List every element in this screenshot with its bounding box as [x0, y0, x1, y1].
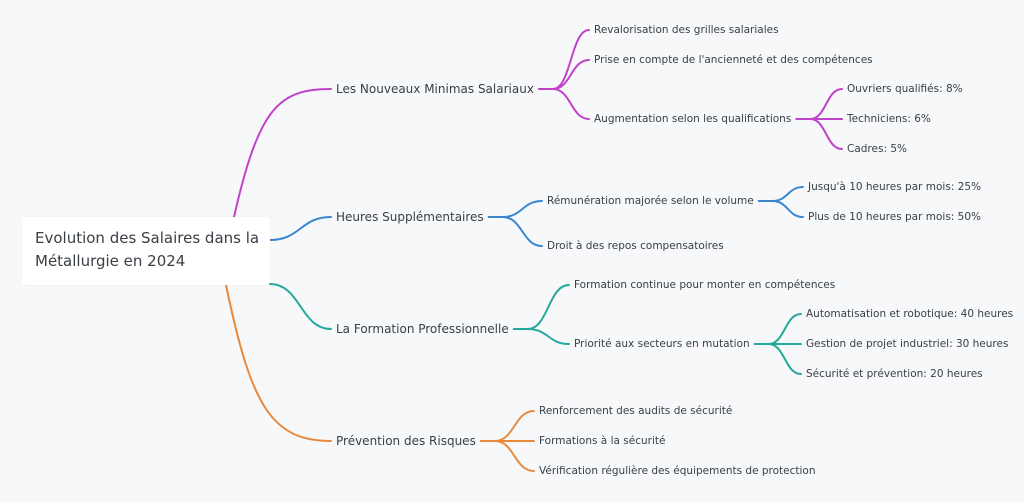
leaf-node[interactable]: Cadres: 5%	[847, 143, 907, 155]
leaf-node[interactable]: Automatisation et robotique: 40 heures	[806, 308, 1014, 320]
branch-node[interactable]: La Formation Professionnelle	[336, 322, 509, 336]
edge-line	[809, 88, 843, 120]
branch-node[interactable]: Prévention des Risques	[336, 434, 476, 448]
edge-line	[501, 200, 543, 218]
leaf-node[interactable]: Gestion de projet industriel: 30 heures	[806, 338, 1009, 350]
edge-line	[771, 200, 804, 218]
edge-line	[233, 88, 332, 218]
root-title-line2: Métallurgie en 2024	[35, 252, 186, 270]
edge-line	[771, 186, 804, 202]
edge-line	[269, 283, 332, 330]
edge-line	[493, 410, 535, 442]
leaf-node[interactable]: Techniciens: 6%	[847, 113, 931, 125]
root-node[interactable]: Evolution des Salaires dans la Métallurg…	[22, 217, 270, 285]
edge-line	[526, 284, 570, 330]
edge-line	[526, 328, 570, 345]
leaf-node[interactable]: Formation continue pour monter en compét…	[574, 279, 836, 291]
edge-line	[551, 59, 590, 90]
leaf-node[interactable]: Formations à la sécurité	[539, 435, 666, 447]
branch-node[interactable]: Les Nouveaux Minimas Salariaux	[336, 82, 534, 96]
leaf-node[interactable]: Plus de 10 heures par mois: 50%	[808, 211, 982, 223]
edge-line	[767, 343, 802, 375]
leaf-node[interactable]: Vérification régulière des équipements d…	[539, 465, 816, 477]
leaf-node[interactable]: Revalorisation des grilles salariales	[594, 24, 779, 36]
leaf-node[interactable]: Prise en compte de l'ancienneté et des c…	[594, 54, 873, 66]
edge-line	[809, 118, 843, 150]
leaf-node[interactable]: Rémunération majorée selon le volume	[547, 195, 754, 207]
root-title-line1: Evolution des Salaires dans la	[35, 229, 260, 247]
edge-line	[269, 216, 332, 241]
leaf-node[interactable]: Droit à des repos compensatoires	[547, 240, 724, 252]
edge-line	[225, 284, 332, 442]
leaf-node[interactable]: Augmentation selon les qualifications	[594, 113, 792, 125]
leaf-node[interactable]: Priorité aux secteurs en mutation	[574, 338, 750, 350]
leaf-node[interactable]: Jusqu'à 10 heures par mois: 25%	[808, 181, 982, 193]
edge-line	[551, 88, 590, 120]
leaf-node[interactable]: Sécurité et prévention: 20 heures	[806, 368, 983, 380]
edge-line	[493, 440, 535, 472]
leaf-node[interactable]: Ouvriers qualifiés: 8%	[847, 83, 963, 95]
edge-line	[501, 216, 543, 247]
edge-line	[551, 29, 590, 90]
edge-line	[767, 313, 802, 345]
leaf-node[interactable]: Renforcement des audits de sécurité	[539, 405, 733, 417]
branch-node[interactable]: Heures Supplémentaires	[336, 210, 484, 224]
